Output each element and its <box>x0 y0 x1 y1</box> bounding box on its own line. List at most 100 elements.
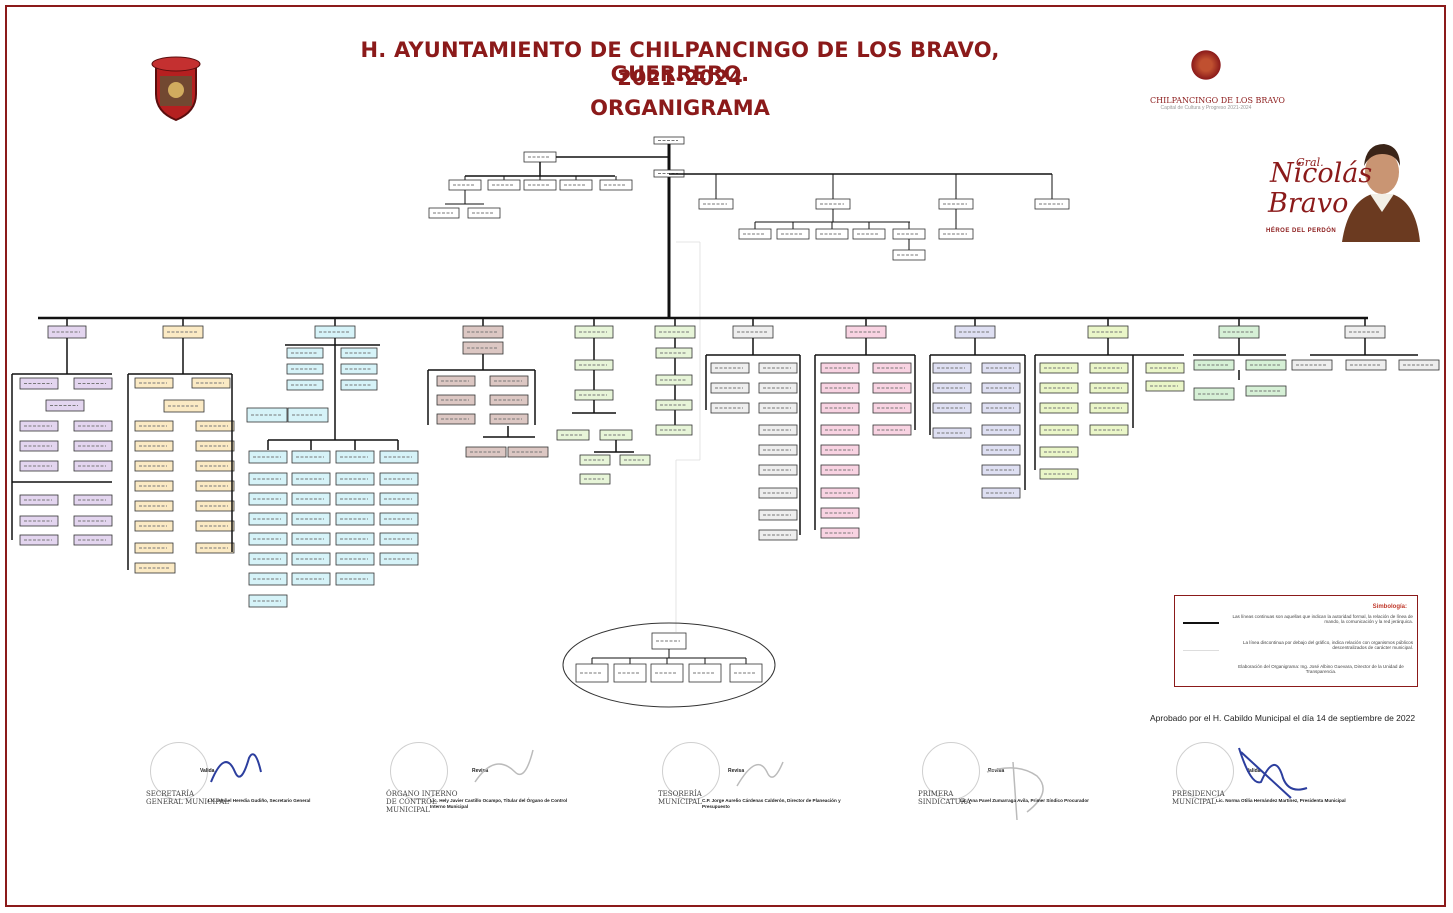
org-unit-box <box>340 363 378 375</box>
org-unit-box <box>653 136 685 145</box>
hero-caption: HÉROE DEL PERDÓN <box>1266 228 1337 234</box>
org-unit-box <box>981 464 1021 476</box>
org-unit-box <box>729 663 763 683</box>
org-unit-box <box>73 460 113 472</box>
org-unit-box <box>698 198 734 210</box>
org-unit-box <box>820 464 860 476</box>
org-unit-box <box>1089 382 1129 394</box>
org-unit-box <box>559 179 593 191</box>
city-tagline: Capital de Cultura y Progreso 2021-2024 <box>1160 105 1252 111</box>
org-unit-box <box>19 534 59 546</box>
org-unit-box <box>758 424 798 436</box>
org-unit-box <box>1291 359 1333 371</box>
org-unit-box <box>465 446 507 458</box>
org-unit-box <box>335 512 375 526</box>
org-unit-box <box>291 532 331 546</box>
org-unit-box <box>655 424 693 436</box>
org-unit-box <box>758 509 798 521</box>
org-unit-box <box>335 450 375 464</box>
city-name: CHILPANCINGO DE LOS BRAVO <box>1150 96 1285 105</box>
org-unit-box <box>932 402 972 414</box>
org-unit-box <box>574 325 614 339</box>
handwritten-signature <box>1238 747 1308 799</box>
org-unit-box <box>335 552 375 566</box>
signature-role: Valida <box>200 768 215 774</box>
org-unit-box <box>134 377 174 389</box>
org-unit-box <box>938 228 974 240</box>
legend-solid-text: Las líneas continuas son aquellas que in… <box>1232 614 1413 624</box>
org-unit-box <box>195 500 235 512</box>
document-title: ORGANIGRAMA <box>590 96 770 120</box>
org-unit-box <box>758 444 798 456</box>
org-unit-box <box>820 362 860 374</box>
legend-credit: Elaboración del Organigrama: Ing. José A… <box>1238 664 1404 674</box>
signature-block: PRESIDENCIA MUNICIPAL Valida Lic. Norma … <box>1172 742 1366 822</box>
org-unit-box <box>489 413 529 425</box>
org-unit-box <box>932 382 972 394</box>
org-unit-box <box>820 507 860 519</box>
org-unit-box <box>1145 380 1185 392</box>
chilpancingo-logo: CHILPANCINGO DE LOS BRAVO Capital de Cul… <box>1150 48 1285 120</box>
org-unit-box <box>340 347 378 359</box>
org-unit-box <box>379 552 419 566</box>
org-unit-box <box>1087 325 1129 339</box>
org-unit-box <box>73 534 113 546</box>
org-unit-box <box>248 552 288 566</box>
seal-stamp <box>1176 742 1234 800</box>
org-unit-box <box>1193 387 1235 401</box>
org-unit-box <box>1344 325 1386 339</box>
org-unit-box <box>195 520 235 532</box>
approval-note: Aprobado por el H. Cabildo Municipal el … <box>1150 713 1416 723</box>
org-unit-box <box>1039 424 1079 436</box>
page-border <box>5 5 1446 907</box>
org-unit-box <box>892 228 926 240</box>
emblem-icon <box>1189 48 1223 82</box>
org-unit-box <box>286 379 324 391</box>
seal-label: SECRETARÍA GENERAL MUNICIPAL <box>146 790 229 806</box>
org-unit-box <box>1034 198 1070 210</box>
org-unit-box <box>1398 359 1440 371</box>
legend-title: Simbología: <box>1372 604 1407 610</box>
org-unit-box <box>758 402 798 414</box>
org-unit-box <box>575 663 609 683</box>
org-unit-box <box>134 440 174 452</box>
org-unit-box <box>286 363 324 375</box>
org-unit-box <box>291 450 331 464</box>
org-unit-box <box>191 377 231 389</box>
signature-role: Valida <box>1246 768 1261 774</box>
org-unit-box <box>651 632 687 650</box>
org-unit-box <box>1039 382 1079 394</box>
signature-block: TESORERÍA MUNICIPAL Revisa C.P. Jorge Au… <box>658 742 852 822</box>
signature-block: PRIMERA SINDICATURA Revisa Lic. Ana Pave… <box>918 742 1112 822</box>
org-unit-box <box>73 494 113 506</box>
org-unit-box <box>195 480 235 492</box>
org-unit-box <box>379 532 419 546</box>
org-unit-box <box>820 444 860 456</box>
org-unit-box <box>436 375 476 387</box>
org-unit-box <box>655 347 693 359</box>
org-unit-box <box>932 427 972 439</box>
signer-name: Lic. Norma Otilia Hernández Martínez, Pr… <box>1216 798 1346 803</box>
org-unit-box <box>758 487 798 499</box>
org-unit-box <box>291 492 331 506</box>
org-unit-box <box>852 228 886 240</box>
org-unit-box <box>710 382 750 394</box>
org-unit-box <box>613 663 647 683</box>
org-unit-box <box>655 374 693 386</box>
org-unit-box <box>291 552 331 566</box>
org-unit-box <box>820 487 860 499</box>
org-unit-box <box>291 472 331 486</box>
hero-last-name: Bravo <box>1268 188 1349 219</box>
org-unit-box <box>1345 359 1387 371</box>
org-unit-box <box>487 179 521 191</box>
signature-block: SECRETARÍA GENERAL MUNICIPAL Valida Lic.… <box>146 742 340 822</box>
org-unit-box <box>19 420 59 432</box>
signer-name: C.P. Jorge Aurelio Cárdenas Calderón, Di… <box>702 798 841 809</box>
org-unit-box <box>1145 362 1185 374</box>
org-unit-box <box>820 382 860 394</box>
org-unit-box <box>73 440 113 452</box>
org-unit-box <box>436 413 476 425</box>
org-unit-box <box>335 532 375 546</box>
legend-box: Simbología: Las líneas continuas son aqu… <box>1174 595 1418 687</box>
